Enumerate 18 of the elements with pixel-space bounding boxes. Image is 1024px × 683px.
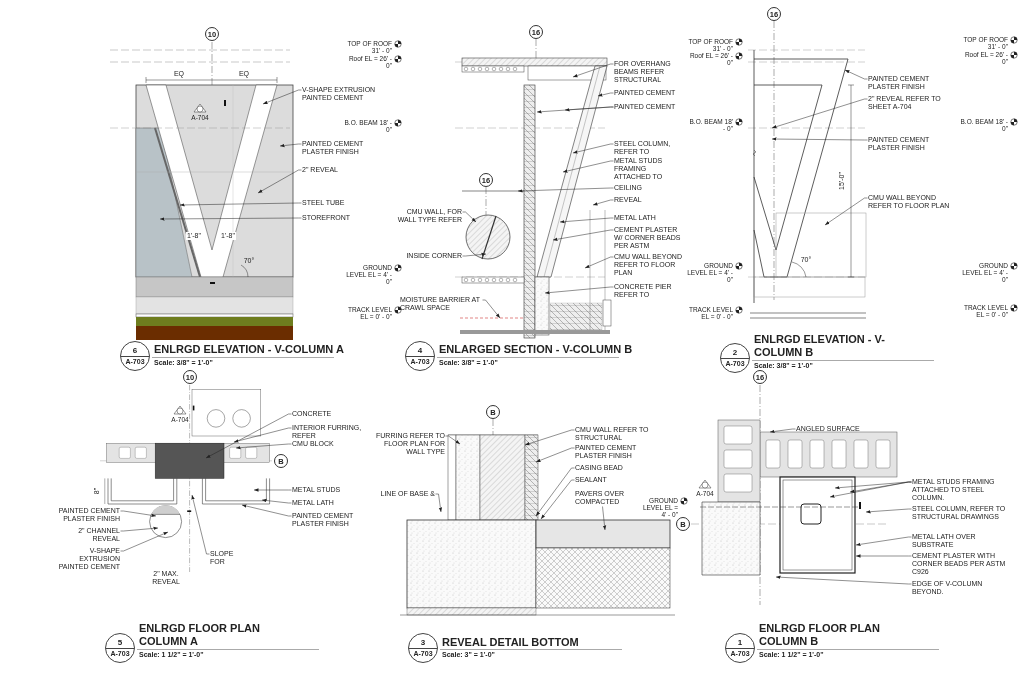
view-number: 5 <box>117 637 123 648</box>
view-reference-bubble <box>408 633 438 663</box>
view-number: 3 <box>420 637 426 648</box>
view-reference-bubble <box>120 341 150 371</box>
view-title: REVEAL DETAIL BOTTOM <box>442 636 580 649</box>
view-number: 1 <box>737 637 743 648</box>
view-number: 2 <box>732 347 738 358</box>
view-number: 6 <box>132 345 138 356</box>
view-title: ENLRGD FLOOR PLAN COLUMN A <box>139 622 261 647</box>
view-reference-bubble <box>720 343 750 373</box>
view-reference-bubble <box>105 633 135 663</box>
view-reference-bubble <box>725 633 755 663</box>
view-number: 4 <box>417 345 423 356</box>
view-reference-bubble <box>405 341 435 371</box>
view-title: ENLRGD ELEVATION - V-COLUMN B <box>754 333 886 358</box>
view-title: ENLARGED SECTION - V-COLUMN B <box>439 343 634 356</box>
view-title: ENLRGD ELEVATION - V-COLUMN A <box>154 343 345 356</box>
view-title: ENLRGD FLOOR PLAN COLUMN B <box>759 622 881 647</box>
